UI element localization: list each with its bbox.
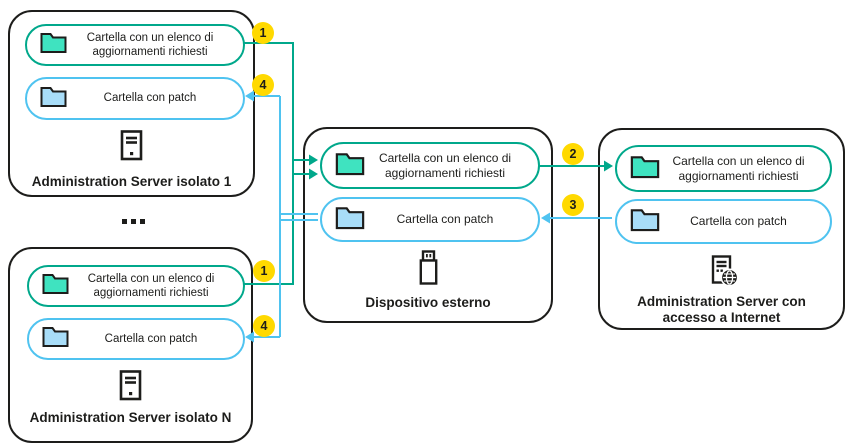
node-label: Administration Server con accesso a Inte… (637, 294, 806, 325)
node-admin-server-internet: Cartella con un elenco di aggiornamenti … (598, 128, 845, 330)
folder-updates-pill: Cartella con un elenco di aggiornamenti … (25, 24, 245, 66)
updates-connector-lines (243, 42, 605, 285)
folder-icon (42, 273, 69, 298)
step-badge-1: 1 (253, 260, 275, 282)
node-label: Administration Server isolato 1 (31, 174, 232, 189)
step-badge-3: 3 (562, 194, 584, 216)
step-badge-2: 2 (562, 143, 584, 165)
node-admin-server-isolated-1: Cartella con un elenco di aggiornamenti … (8, 10, 255, 197)
folder-updates-label: Cartella con un elenco di aggiornamenti … (86, 31, 214, 58)
folder-patch-pill: Cartella con patch (25, 77, 245, 120)
folder-icon (40, 32, 67, 57)
folder-patch-label: Cartella con patch (396, 212, 494, 227)
folder-icon (335, 152, 365, 179)
step-badge-4: 4 (252, 74, 274, 96)
folder-updates-pill: Cartella con un elenco di aggiornamenti … (27, 265, 245, 307)
folder-icon (335, 206, 365, 233)
folder-patch-pill: Cartella con patch (615, 199, 832, 244)
node-admin-server-isolated-n: Cartella con un elenco di aggiornamenti … (8, 247, 253, 443)
folder-updates-pill: Cartella con un elenco di aggiornamenti … (320, 142, 540, 189)
patch-connector-lines (254, 95, 612, 338)
folder-icon (630, 208, 660, 235)
folder-patch-pill: Cartella con patch (27, 318, 245, 360)
folder-patch-pill: Cartella con patch (320, 197, 540, 242)
node-external-device: Cartella con un elenco di aggiornamenti … (303, 127, 553, 323)
server-icon (10, 370, 251, 401)
folder-updates-label: Cartella con un elenco di aggiornamenti … (87, 272, 215, 299)
folder-patch-label: Cartella con patch (103, 92, 197, 105)
folder-icon (42, 326, 69, 351)
folder-icon (40, 86, 67, 111)
server-internet-icon (600, 255, 843, 286)
folder-patch-label: Cartella con patch (104, 332, 198, 345)
server-icon (10, 130, 253, 161)
step-badge-4: 4 (253, 315, 275, 337)
folder-patch-label: Cartella con patch (690, 214, 787, 229)
usb-drive-icon (305, 250, 551, 286)
folder-updates-label: Cartella con un elenco di aggiornamenti … (672, 153, 805, 183)
node-label: Administration Server isolato N (29, 410, 232, 425)
folder-updates-label: Cartella con un elenco di aggiornamenti … (378, 150, 512, 180)
folder-icon (630, 155, 660, 182)
patch-connector-arrowheads (245, 90, 550, 343)
ellipsis-separator (122, 219, 145, 224)
node-label: Dispositivo esterno (365, 295, 491, 310)
folder-updates-pill: Cartella con un elenco di aggiornamenti … (615, 145, 832, 192)
step-badge-1: 1 (252, 22, 274, 44)
updates-connector-arrowheads (309, 154, 613, 180)
